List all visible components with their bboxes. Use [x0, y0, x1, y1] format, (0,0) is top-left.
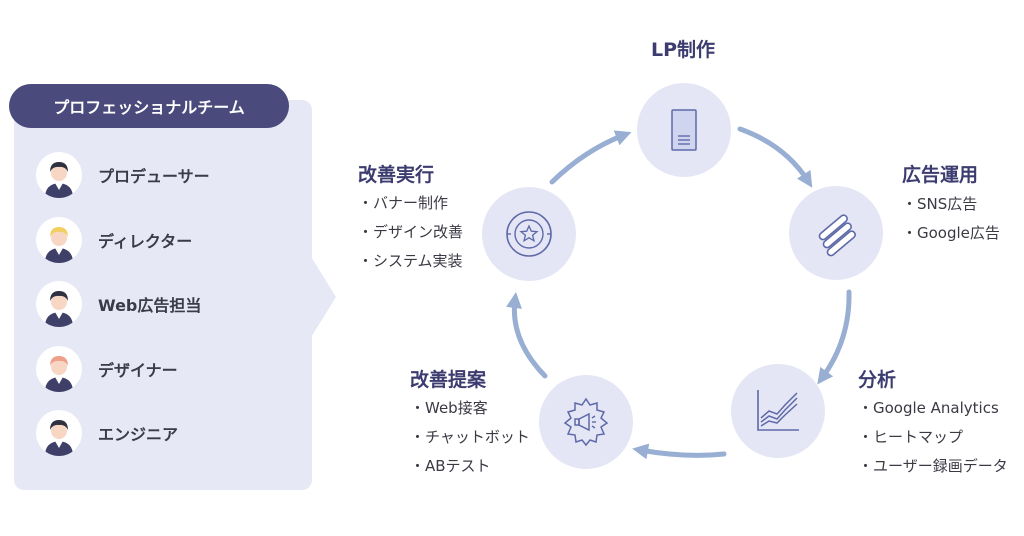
step-items-analytics: ・Google Analytics ・ヒートマップ ・ユーザー録画データ — [858, 394, 1008, 481]
list-item: ・Web接客 — [410, 399, 488, 417]
lp-production-node — [637, 83, 731, 177]
web-ad-manager-avatar-icon — [36, 281, 82, 327]
list-item: ・バナー制作 — [358, 194, 449, 212]
cycle-arrow — [817, 289, 852, 385]
list-item: ・システム実装 — [358, 252, 463, 270]
improvement-execution-node — [482, 187, 576, 281]
step-title-ad-operation: 広告運用 — [902, 164, 979, 186]
analytics-node — [731, 364, 825, 458]
list-item: ・ABテスト — [410, 457, 491, 475]
director-avatar-icon — [36, 217, 82, 263]
team-member: プロデューサー — [36, 152, 210, 198]
ad-operation-node — [789, 186, 883, 280]
team-member: エンジニア — [36, 410, 178, 456]
producer-avatar-icon — [36, 152, 82, 198]
team-member: デザイナー — [36, 346, 178, 392]
list-item: ・SNS広告 — [902, 195, 978, 213]
list-item: ・ユーザー録画データ — [858, 457, 1008, 475]
step-items-improvement-execution: ・バナー制作 ・デザイン改善 ・システム実装 — [358, 189, 463, 276]
lp-document-icon — [671, 109, 697, 151]
team-member-label: エンジニア — [98, 425, 179, 444]
step-title-analytics: 分析 — [858, 369, 897, 391]
list-item: ・チャットボット — [410, 428, 530, 446]
megaphone-gear-icon — [563, 397, 609, 447]
list-item: ・Google広告 — [902, 224, 1000, 242]
improvement-proposal-node — [539, 375, 633, 469]
team-title: プロフェッショナルチーム — [9, 84, 289, 128]
star-badge-icon — [506, 211, 552, 257]
team-member: ディレクター — [36, 217, 192, 263]
cycle-arrow — [632, 443, 727, 460]
ad-operation-icon — [818, 214, 856, 257]
designer-avatar-icon — [36, 346, 82, 392]
list-item: ・ヒートマップ — [858, 428, 964, 446]
step-title-improvement-execution: 改善実行 — [358, 164, 435, 186]
cycle-arrow — [737, 126, 813, 188]
team-member: Web広告担当 — [36, 281, 201, 327]
team-member-label: ディレクター — [98, 232, 193, 251]
team-panel-pointer — [310, 255, 336, 339]
cycle-arrow — [549, 130, 632, 185]
team-member-label: デザイナー — [98, 361, 178, 380]
step-title-improvement-proposal: 改善提案 — [410, 369, 487, 391]
team-member-label: Web広告担当 — [98, 296, 202, 315]
engineer-avatar-icon — [36, 410, 82, 456]
cycle-arrow — [506, 292, 548, 379]
team-member-label: プロデューサー — [98, 167, 210, 186]
step-items-ad-operation: ・SNS広告 ・Google広告 — [902, 190, 1000, 248]
list-item: ・デザイン改善 — [358, 223, 464, 241]
step-title-lp-production: LP制作 — [651, 39, 716, 61]
analytics-chart-icon — [757, 390, 799, 431]
list-item: ・Google Analytics — [858, 399, 999, 417]
step-items-improvement-proposal: ・Web接客 ・チャットボット ・ABテスト — [410, 394, 530, 481]
